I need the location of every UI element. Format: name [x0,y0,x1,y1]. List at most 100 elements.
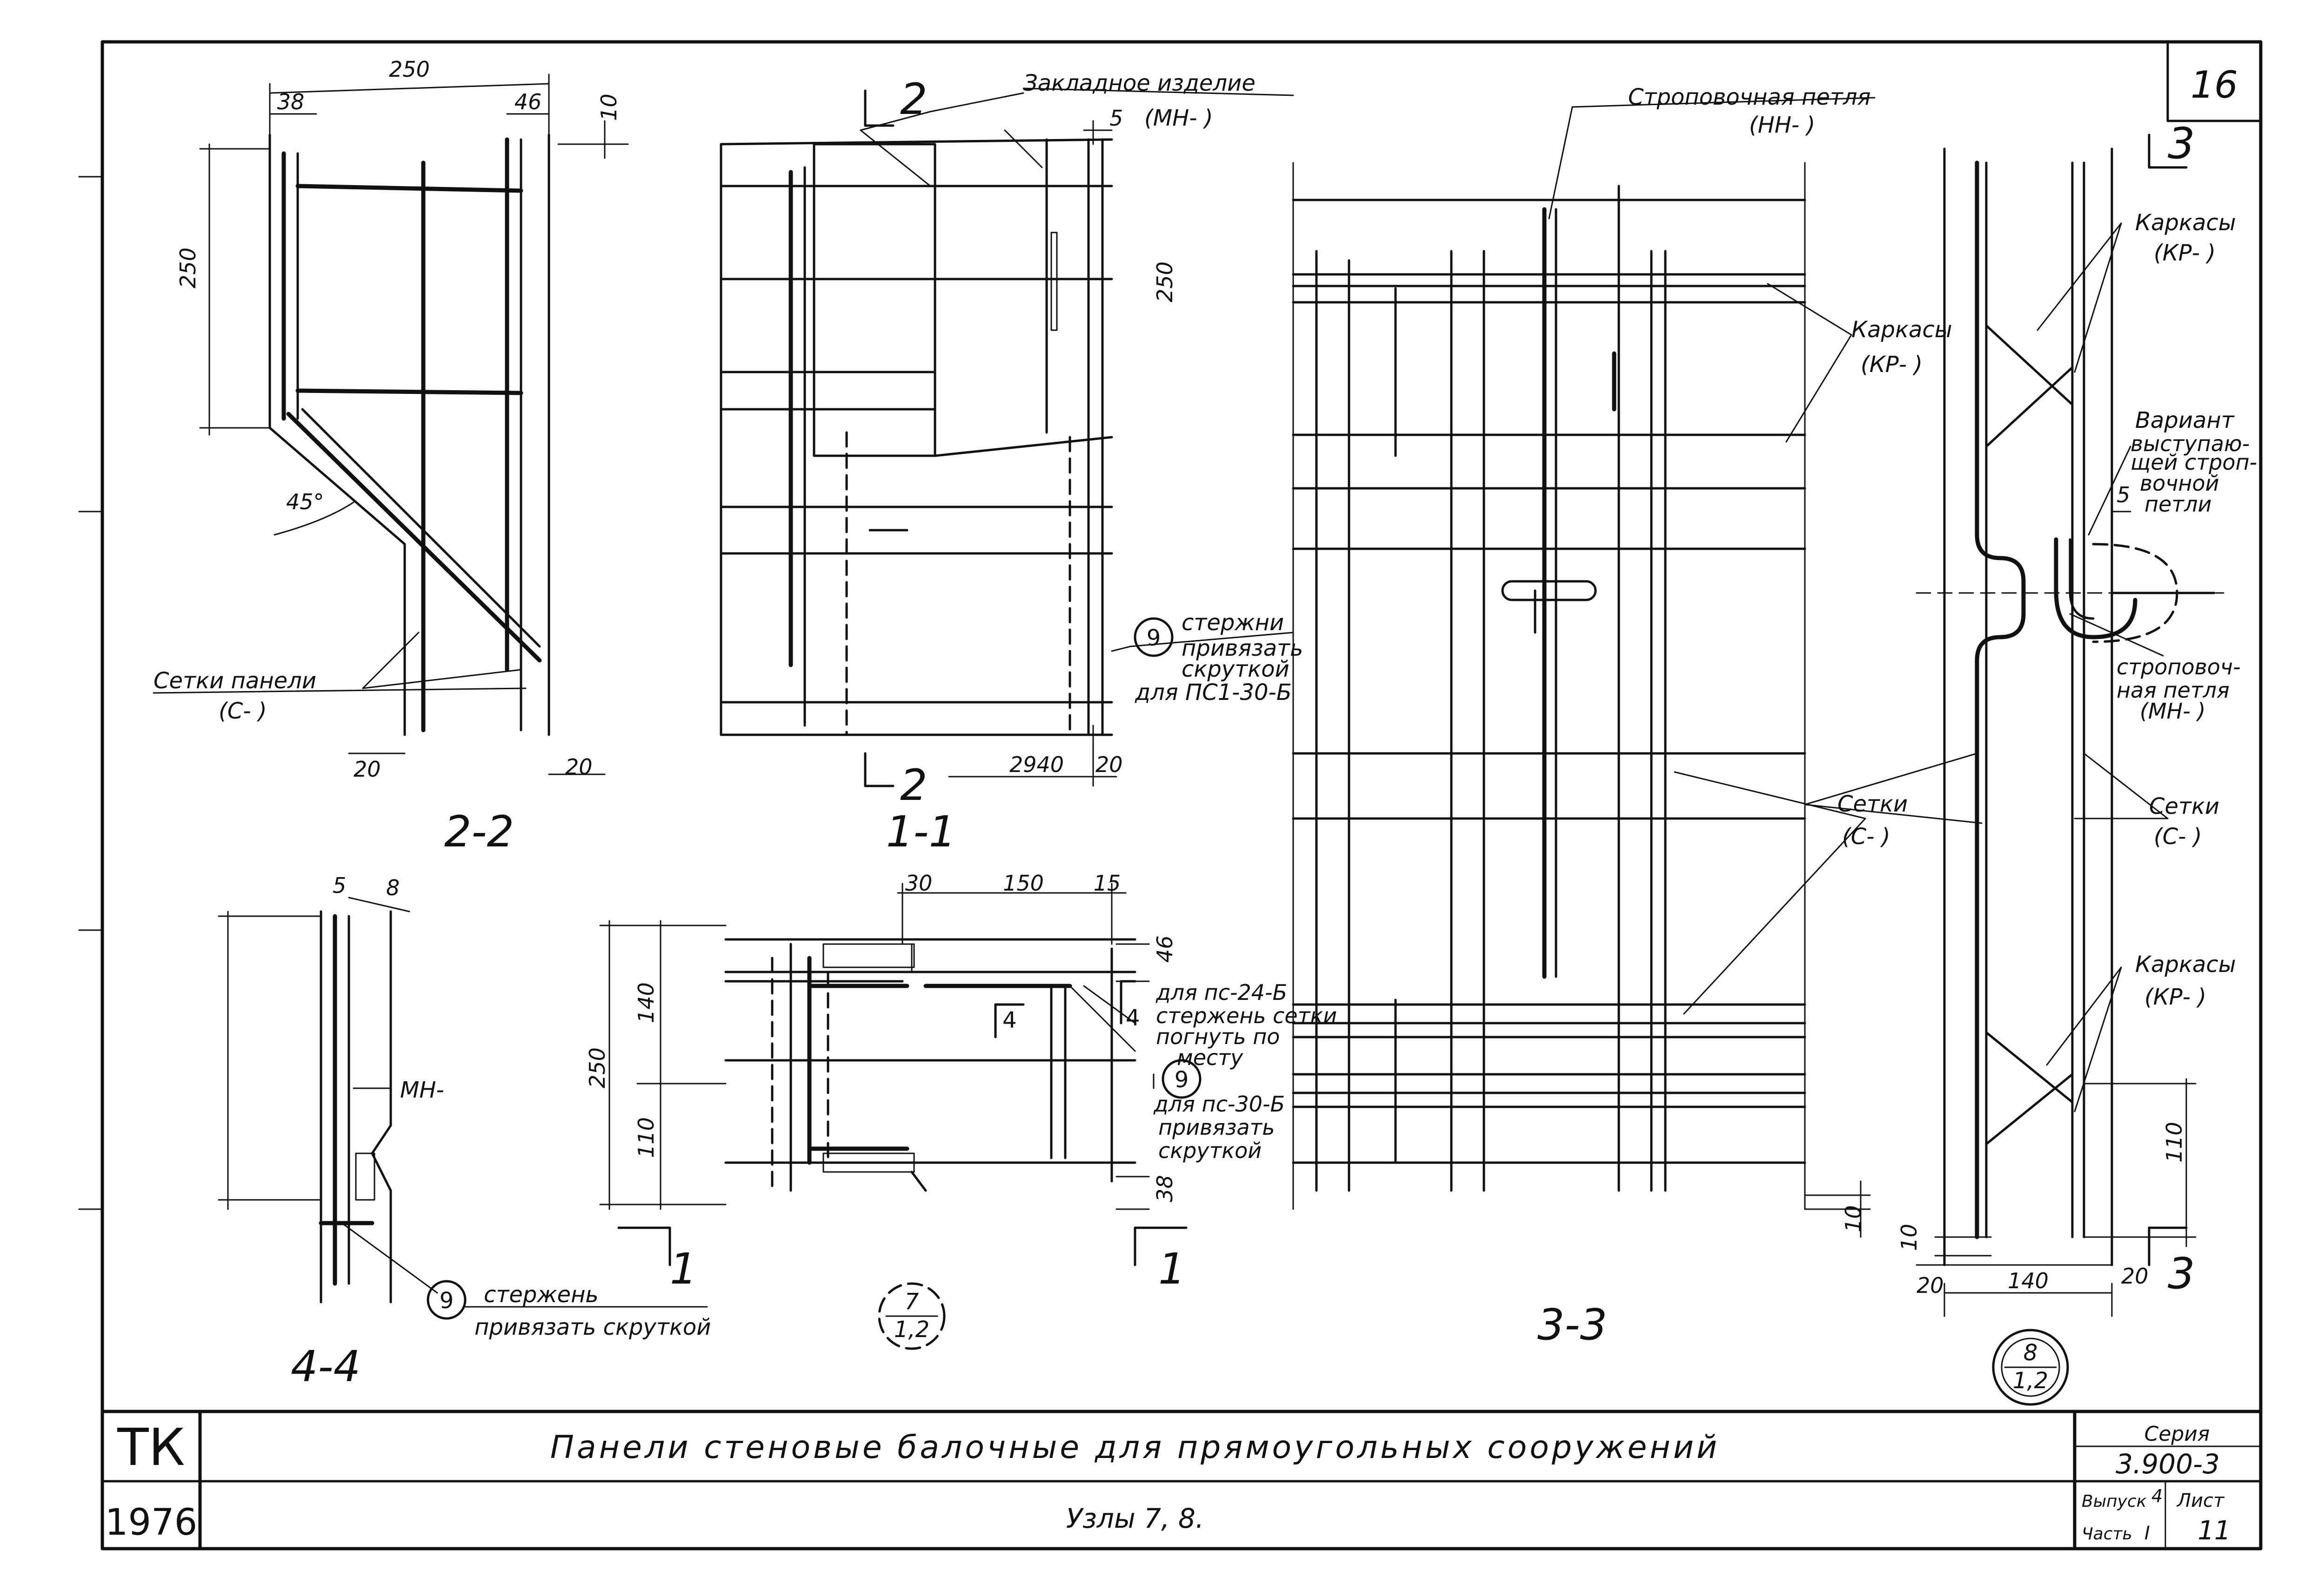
label-panel-meshes: Сетки панели [154,668,316,694]
callout-9-section44 [427,1280,467,1320]
sling-loop-2-line-2: ная петля [2117,678,2230,703]
dim-250-node7: 250 [585,1047,610,1088]
label-frames-1-mark: (КР- ) [1861,352,1923,378]
section-title-4-4: 4-4 [291,1342,361,1391]
label-embedded-part: Закладное изделие [1023,70,1255,96]
dim-20-node8-left: 20 [1917,1273,1944,1298]
sheet-frame [78,40,2263,1551]
variant-line-4: петли [2144,492,2211,517]
label-variant: Вариант [2135,407,2235,433]
dim-250-top: 250 [389,57,430,82]
dim-46-node7: 46 [1152,935,1177,963]
dim-5-section44: 5 [333,873,346,898]
sling-loop-2-line-3: (МН- ) [2140,699,2205,724]
node-7-marker [878,1282,946,1350]
note-ps30-1: для пс-30-Б [1153,1091,1285,1117]
issue-label: Выпуск [2082,1492,2147,1511]
callout-9-text-1: 9 [1147,625,1161,651]
cut-mark-2-bottom: 2 [900,760,928,810]
dim-110-node7: 110 [634,1117,659,1158]
label-meshes-2-mark: (С- ) [2154,824,2202,850]
node-8-top: 8 [2023,1340,2038,1366]
label-frames-1: Каркасы [1851,317,1952,343]
dim-140-node7: 140 [634,982,659,1023]
dim-10-node8: 10 [1897,1224,1922,1251]
note-ps24-4: месту [1177,1045,1243,1070]
label-meshes-1: Сетки [1837,791,1908,817]
dim-5-node8: 5 [2117,482,2130,507]
sheet-number: 16 [2190,63,2238,106]
dim-140-node8: 140 [2008,1268,2049,1293]
dim-8-section44: 8 [386,875,400,900]
dim-250-left: 250 [175,247,200,288]
dim-20-node8-right: 20 [2121,1264,2149,1289]
dim-20-left: 20 [354,757,381,782]
label-sling-loop-mark: (НН- ) [1749,112,1815,138]
section-2-2-drawing [153,73,629,775]
label-panel-meshes-mark: (С- ) [219,698,267,724]
label-frames-3: Каркасы [2135,952,2236,978]
label-frames-2: Каркасы [2135,210,2236,236]
dim-45deg: 45° [286,489,324,514]
cut-mark-4-right: 4 [1126,1005,1140,1031]
dim-2940: 2940 [1009,752,1064,777]
series-value: 3.900-3 [2116,1448,2220,1480]
drawing-subtitle: Узлы 7, 8. [1066,1503,1204,1534]
label-frames-3-mark: (КР- ) [2144,984,2206,1010]
variant-line-3: вочной [2140,471,2219,496]
section-title-2-2: 2-2 [444,807,514,857]
node-8-marker [1992,1329,2069,1406]
dim-150: 150 [1003,871,1044,896]
section-4-4-drawing [218,897,708,1308]
node-7-top: 7 [905,1289,919,1315]
note-rod-1: стержень [484,1282,599,1308]
section-3-3-drawing [1292,97,1876,1238]
part-label: Часть [2082,1524,2132,1544]
label-frames-2-mark: (КР- ) [2154,240,2216,266]
dim-5-top: 5 [1109,106,1123,131]
note-rods-2: привязать [1182,635,1303,661]
dim-15: 15 [1094,871,1121,896]
node-7-bottom: 1,2 [894,1317,929,1343]
note-ps24-1: для пс-24-Б [1155,980,1287,1005]
note-rods-1: стержни [1182,610,1284,636]
note-rod-2: привязать скруткой [474,1314,711,1340]
dim-110-node8: 110 [2162,1122,2187,1163]
dim-250-section11: 250 [1152,261,1177,302]
sheet-label: Лист [2176,1490,2225,1511]
dim-20-section11: 20 [1095,752,1123,777]
part-value: I [2144,1523,2150,1544]
cut-mark-2-top: 2 [900,74,928,124]
sling-loop-2-line-1: строповоч- [2117,654,2241,679]
dim-46: 46 [514,89,542,114]
dim-30: 30 [905,871,933,896]
callout-9-text-2: 9 [440,1288,454,1314]
node-8-bottom: 1,2 [2013,1368,2048,1394]
section-title-3-3: 3-3 [1537,1300,1607,1350]
drawing-title: Панели стеновые балочные для прямоугольн… [550,1429,1720,1466]
note-ps30-2: привязать [1158,1115,1275,1140]
variant-line-2: щей строп- [2130,450,2257,475]
issue-value: 4 [2151,1486,2163,1506]
cut-mark-4-left: 4 [1002,1007,1017,1033]
callout-9-text-3: 9 [1175,1067,1189,1093]
callout-9-section11 [1134,617,1174,657]
callout-9-node7 [1162,1059,1202,1099]
variant-line-1: выступаю- [2130,431,2250,456]
org-stamp: ТК [117,1418,185,1477]
label-meshes-2: Сетки [2149,793,2219,819]
sheet-value: 11 [2197,1516,2231,1546]
section-1-1-drawing [720,87,1294,787]
label-embedded-part-mark: (МН- ) [1144,105,1213,131]
cut-mark-1-left: 1 [670,1244,697,1294]
node-8-drawing [1804,133,2224,1317]
note-ps24-3: погнуть по [1156,1024,1280,1049]
section-title-1-1: 1-1 [886,807,956,857]
dim-20-right: 20 [565,754,593,779]
year-stamp: 1976 [105,1502,198,1544]
note-ps30-3: скруткой [1158,1138,1262,1163]
cut-mark-3-top: 3 [2168,119,2195,168]
label-mn: МН- [400,1077,444,1103]
note-rods-4: для ПС1-30-Б [1135,679,1292,705]
